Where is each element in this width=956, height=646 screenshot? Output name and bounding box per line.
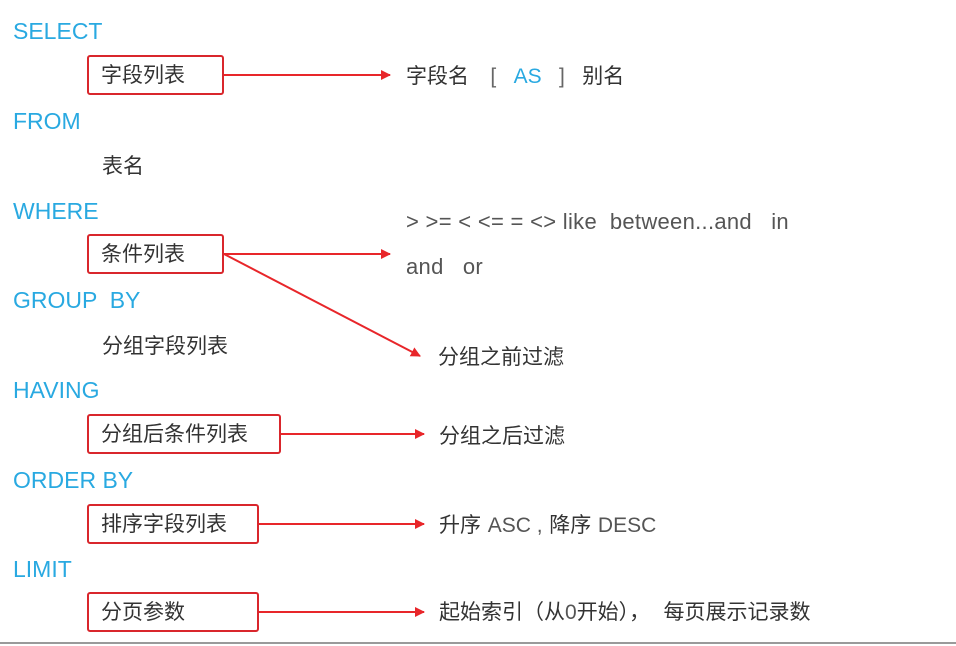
- desc-en-text: DESC: [597, 514, 657, 537]
- keyword-from: FROM: [13, 108, 81, 134]
- select-field-alias-syntax: 字段名 [ AS ] 别名: [406, 62, 624, 91]
- group-fields-text: 分组字段列表: [102, 334, 228, 358]
- keyword-order-by: ORDER BY: [13, 467, 134, 493]
- where-operators-line1: > >= < <= = <> like between...and in: [406, 209, 789, 234]
- order-direction-note: 升序 ASC , 降序 DESC: [439, 511, 656, 540]
- limit-note-zero: 0: [565, 601, 577, 624]
- box-select-fields: 字段列表: [87, 55, 224, 95]
- limit-note: 起始索引（从0开始）， 每页展示记录数: [439, 598, 811, 627]
- limit-note-part2: 开始）， 每页展示记录数: [576, 600, 811, 624]
- bottom-divider: [0, 642, 956, 644]
- field-name-text: 字段名: [406, 64, 469, 88]
- alias-text: 别名: [582, 64, 625, 88]
- table-name-text: 表名: [102, 154, 144, 178]
- keyword-group-by: GROUP BY: [13, 287, 141, 313]
- desc-cn-text: 降序: [549, 513, 592, 537]
- keyword-having: HAVING: [13, 377, 100, 403]
- box-order-fields: 排序字段列表: [87, 504, 259, 544]
- having-note: 分组之后过滤: [439, 424, 565, 448]
- arrow-where-note: [223, 253, 421, 357]
- keyword-limit: LIMIT: [13, 556, 72, 582]
- box-where-conditions: 条件列表: [87, 234, 224, 274]
- limit-note-part1: 起始索引（从: [439, 600, 565, 624]
- keyword-select: SELECT: [13, 18, 103, 44]
- where-note: 分组之前过滤: [438, 345, 564, 369]
- as-keyword: AS: [513, 65, 542, 88]
- bracket-close: ]: [558, 65, 565, 88]
- asc-cn-text: 升序: [439, 513, 481, 537]
- where-operators-line2: and or: [406, 254, 484, 279]
- box-limit-params: 分页参数: [87, 592, 259, 632]
- asc-en-text: ASC ,: [487, 514, 543, 537]
- keyword-where: WHERE: [13, 198, 99, 224]
- bracket-open: [: [490, 65, 497, 88]
- box-having-conditions: 分组后条件列表: [87, 414, 281, 454]
